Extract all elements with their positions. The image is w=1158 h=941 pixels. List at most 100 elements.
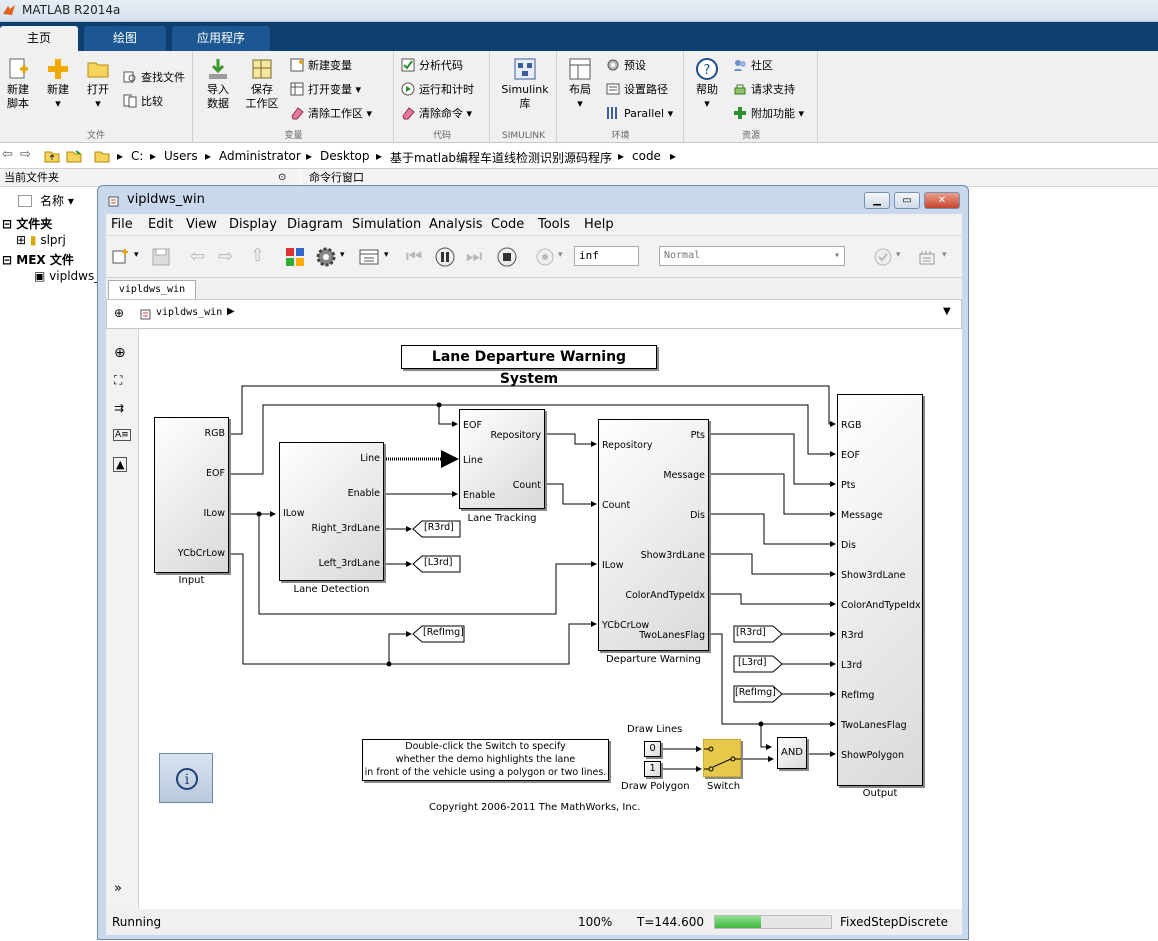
name-column-header[interactable]: 名称 ▾ xyxy=(18,192,74,209)
chevron-down-icon[interactable]: ▾ xyxy=(134,250,139,260)
menu-tools[interactable]: Tools xyxy=(538,217,571,232)
menu-simulation[interactable]: Simulation xyxy=(352,217,422,232)
menu-file[interactable]: File xyxy=(111,217,133,232)
chevron-down-icon[interactable]: ▾ xyxy=(384,250,389,260)
tab-plots[interactable]: 绘图 xyxy=(84,26,166,51)
pane-menu-icon[interactable]: ⊙ xyxy=(278,172,287,183)
switch-note[interactable]: Double-click the Switch to specify wheth… xyxy=(362,739,609,781)
run-and-time-button[interactable]: 运行和计时 xyxy=(401,81,474,99)
menu-analysis[interactable]: Analysis xyxy=(429,217,483,232)
info-button[interactable]: i xyxy=(159,753,213,803)
annotation-icon[interactable]: A≡ xyxy=(113,429,131,441)
preferences-button[interactable]: 预设 xyxy=(606,57,646,75)
menu-help[interactable]: Help xyxy=(584,217,614,232)
open-button[interactable]: 打开▾ xyxy=(80,57,116,111)
fit-view-icon[interactable]: ⛶ xyxy=(114,373,123,387)
goto-tag-refimg[interactable]: [RefImg] xyxy=(423,627,464,638)
chevron-down-icon[interactable]: ▾ xyxy=(896,250,901,260)
community-button[interactable]: 社区 xyxy=(733,57,773,75)
menu-code[interactable]: Code xyxy=(491,217,525,232)
tab-home[interactable]: 主页 xyxy=(0,26,78,51)
address-segment[interactable]: Administrator xyxy=(219,149,301,163)
from-tag-r3rd[interactable]: [R3rd] xyxy=(736,627,766,638)
step-back-icon[interactable]: ⏮ xyxy=(406,246,423,267)
forward-arrow-icon[interactable]: ⇨ xyxy=(218,246,234,267)
model-title[interactable]: Lane Departure Warning System xyxy=(401,345,657,387)
browse-folder-icon[interactable] xyxy=(66,148,82,164)
library-browser-icon[interactable] xyxy=(284,246,306,268)
constant-0-block[interactable]: 0 xyxy=(644,741,661,757)
model-canvas[interactable]: Lane Departure Warning System RGB EOF IL… xyxy=(139,329,962,909)
address-segment[interactable]: 基于matlab编程车道线检测识别源码程序 xyxy=(390,151,613,165)
compare-button[interactable]: 比较 xyxy=(123,93,163,111)
lane-tracking-block[interactable]: EOF Line Enable Repository Count xyxy=(459,409,545,509)
simulation-mode-select[interactable]: Normal▾ xyxy=(659,246,845,266)
set-path-button[interactable]: 设置路径 xyxy=(606,81,668,99)
analyze-code-button[interactable]: 分析代码 xyxy=(401,57,463,75)
menu-view[interactable]: View xyxy=(186,217,217,232)
step-forward-icon[interactable]: ⏭ xyxy=(466,246,483,267)
address-segment[interactable]: C: xyxy=(131,149,144,163)
goto-tag-l3rd[interactable]: [L3rd] xyxy=(424,557,453,568)
breadcrumb-model[interactable]: vipldws_win xyxy=(156,307,223,318)
address-segment[interactable]: Desktop xyxy=(320,149,370,163)
expand-palette-icon[interactable]: » xyxy=(114,881,122,896)
forward-arrow-icon[interactable]: ⇨ xyxy=(20,147,31,162)
close-button[interactable]: ✕ xyxy=(924,192,960,209)
address-segment[interactable]: Users xyxy=(164,149,198,163)
folders-section[interactable]: ⊟ 文件夹 xyxy=(2,217,53,231)
import-data-button[interactable]: 导入 数据 xyxy=(200,57,236,111)
goto-tag-r3rd[interactable]: [R3rd] xyxy=(424,522,454,533)
hide-browser-icon[interactable]: ⊕ xyxy=(114,306,125,320)
address-segment[interactable]: code xyxy=(632,149,661,163)
chevron-down-icon[interactable]: ▾ xyxy=(942,250,947,260)
maximize-button[interactable]: ▭ xyxy=(894,192,920,209)
check-icon[interactable] xyxy=(872,246,894,268)
stop-icon[interactable] xyxy=(496,246,518,268)
save-workspace-button[interactable]: 保存 工作区 xyxy=(242,57,282,111)
mex-file-item[interactable]: ▣ vipldws_ xyxy=(34,269,101,283)
zoom-in-icon[interactable]: ⊕ xyxy=(114,345,126,361)
chevron-down-icon[interactable]: ▾ xyxy=(558,250,563,260)
and-block[interactable]: AND xyxy=(777,737,807,769)
stop-time-input[interactable]: inf xyxy=(574,246,639,266)
menu-display[interactable]: Display xyxy=(229,217,277,232)
departure-warning-block[interactable]: Repository Count ILow YCbCrLow Pts Messa… xyxy=(598,419,709,651)
switch-block[interactable] xyxy=(703,739,741,777)
add-ons-button[interactable]: 附加功能 ▾ xyxy=(733,105,804,123)
output-block[interactable]: RGB EOF Pts Message Dis Show3rdLane Colo… xyxy=(837,394,923,786)
parallel-button[interactable]: Parallel ▾ xyxy=(606,105,673,123)
tab-apps[interactable]: 应用程序 xyxy=(172,26,270,51)
find-files-button[interactable]: 查找文件 xyxy=(123,69,185,87)
straight-lines-icon[interactable]: ⇉ xyxy=(114,401,125,415)
build-icon[interactable] xyxy=(916,246,938,268)
menu-edit[interactable]: Edit xyxy=(148,217,174,232)
menu-diagram[interactable]: Diagram xyxy=(287,217,343,232)
back-arrow-icon[interactable]: ⇦ xyxy=(190,246,206,267)
from-tag-refimg[interactable]: [RefImg] xyxy=(735,687,776,698)
minimize-button[interactable]: ▁ xyxy=(864,192,890,209)
help-button[interactable]: ? 帮助▾ xyxy=(689,57,725,111)
clear-commands-button[interactable]: 清除命令 ▾ xyxy=(401,105,472,123)
pause-icon[interactable] xyxy=(434,246,456,268)
image-icon[interactable]: ▲ xyxy=(113,457,128,472)
model-explorer-icon[interactable] xyxy=(358,246,380,268)
open-variable-button[interactable]: 打开变量 ▾ xyxy=(290,81,361,99)
folder-item[interactable]: ⊞ ▮ slprj xyxy=(16,233,66,247)
input-block[interactable]: RGB EOF ILow YCbCrLow xyxy=(154,417,229,573)
new-script-button[interactable]: 新建 脚本 xyxy=(0,57,36,111)
model-tab[interactable]: vipldws_win xyxy=(108,280,196,299)
mex-section[interactable]: ⊟ MEX 文件 xyxy=(2,253,74,267)
record-icon[interactable] xyxy=(534,246,556,268)
from-tag-l3rd[interactable]: [L3rd] xyxy=(738,657,767,668)
new-model-icon[interactable] xyxy=(110,246,132,268)
simulink-library-button[interactable]: Simulink 库 xyxy=(501,57,549,111)
back-arrow-icon[interactable]: ⇦ xyxy=(2,147,13,162)
save-icon[interactable] xyxy=(150,246,172,268)
address-bar[interactable]: ⇦ ⇨ ▸ C: ▸ Users ▸ Administrator ▸ Deskt… xyxy=(0,143,1158,169)
constant-1-block[interactable]: 1 xyxy=(644,761,661,777)
chevron-down-icon[interactable]: ▼ xyxy=(943,306,951,317)
gear-icon[interactable] xyxy=(315,246,337,268)
clear-workspace-button[interactable]: 清除工作区 ▾ xyxy=(290,105,372,123)
new-variable-button[interactable]: 新建变量 xyxy=(290,57,352,75)
